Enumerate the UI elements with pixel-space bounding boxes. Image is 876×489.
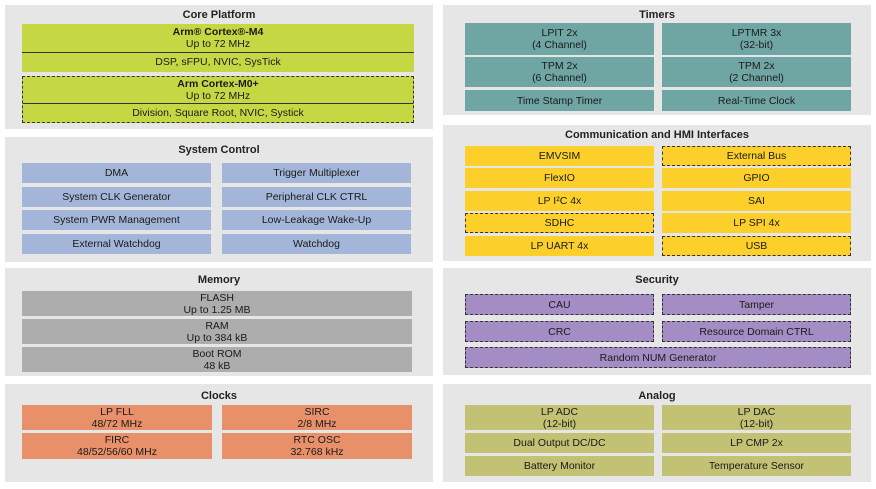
system-control-panel: System Control DMA Trigger Multiplexer S… bbox=[5, 137, 433, 262]
cortex-m0-speed: Up to 72 MHz bbox=[185, 90, 251, 102]
clocks-title: Clocks bbox=[200, 390, 238, 402]
memory-panel: Memory FLASH Up to 1.25 MB RAM Up to 384… bbox=[5, 268, 433, 376]
memory-flash-label: FLASH bbox=[200, 291, 234, 304]
timer-timestamp: Time Stamp Timer bbox=[465, 90, 654, 111]
security-tamper: Tamper bbox=[662, 294, 851, 315]
timer-tpm-2ch: TPM 2x (2 Channel) bbox=[662, 57, 851, 87]
sysctrl-watchdog: Watchdog bbox=[222, 234, 411, 254]
clock-rtc-osc-freq: 32.768 kHz bbox=[290, 446, 344, 458]
analog-temp-sensor: Temperature Sensor bbox=[662, 456, 851, 476]
timer-tpm-6ch: TPM 2x (6 Channel) bbox=[465, 57, 654, 87]
cortex-m4-divider bbox=[22, 52, 414, 53]
timer-lptmr: LPTMR 3x (32-bit) bbox=[662, 23, 851, 55]
timer-lptmr-detail: (32-bit) bbox=[739, 39, 774, 51]
sysctrl-wakeup: Low-Leakage Wake-Up bbox=[222, 210, 411, 230]
comm-lp-i2c: LP I²C 4x bbox=[465, 191, 654, 211]
clock-lp-fll-label: LP FLL bbox=[100, 405, 134, 418]
comm-external-bus: External Bus bbox=[662, 146, 851, 166]
sysctrl-system-clk: System CLK Generator bbox=[22, 187, 211, 207]
analog-lp-cmp: LP CMP 2x bbox=[662, 433, 851, 453]
timer-lpit: LPIT 2x (4 Channel) bbox=[465, 23, 654, 55]
sysctrl-dma: DMA bbox=[22, 163, 211, 183]
timer-lpit-label: LPIT 2x bbox=[541, 27, 578, 39]
analog-lp-dac: LP DAC (12-bit) bbox=[662, 405, 851, 430]
clock-rtc-osc-label: RTC OSC bbox=[293, 434, 341, 446]
analog-lp-adc-detail: (12-bit) bbox=[542, 417, 577, 430]
timers-title: Timers bbox=[639, 9, 675, 21]
clocks-panel: Clocks LP FLL 48/72 MHz SIRC 2/8 MHz FIR… bbox=[5, 384, 433, 482]
comm-lp-spi: LP SPI 4x bbox=[662, 213, 851, 233]
cortex-m4-name: Arm® Cortex®-M4 bbox=[172, 26, 264, 38]
sysctrl-ext-watchdog: External Watchdog bbox=[22, 234, 211, 254]
clock-sirc: SIRC 2/8 MHz bbox=[222, 405, 412, 430]
comm-flexio: FlexIO bbox=[465, 168, 654, 188]
analog-lp-dac-label: LP DAC bbox=[737, 405, 776, 418]
clock-lp-fll-freq: 48/72 MHz bbox=[91, 417, 143, 430]
memory-ram-label: RAM bbox=[205, 319, 229, 332]
memory-flash-size: Up to 1.25 MB bbox=[183, 303, 251, 316]
analog-title: Analog bbox=[638, 390, 676, 402]
comm-emvsim: EMVSIM bbox=[465, 146, 654, 166]
analog-battery-monitor: Battery Monitor bbox=[465, 456, 654, 476]
cortex-m4-features: DSP, sFPU, NVIC, SysTick bbox=[155, 56, 281, 68]
memory-ram-size: Up to 384 kB bbox=[186, 331, 248, 344]
memory-ram: RAM Up to 384 kB bbox=[22, 319, 412, 344]
cortex-m0-name: Arm Cortex-M0+ bbox=[177, 78, 259, 90]
timer-rtc: Real-Time Clock bbox=[662, 90, 851, 111]
cortex-m4-speed: Up to 72 MHz bbox=[185, 38, 251, 50]
clock-sirc-freq: 2/8 MHz bbox=[297, 417, 337, 430]
system-control-title: System Control bbox=[178, 144, 260, 156]
analog-dcdc: Dual Output DC/DC bbox=[465, 433, 654, 453]
comm-sdhc: SDHC bbox=[465, 213, 654, 233]
core-platform-panel: Core Platform Arm® Cortex®-M4 Up to 72 M… bbox=[5, 5, 433, 129]
security-rng: Random NUM Generator bbox=[465, 347, 851, 368]
sysctrl-pwr-mgmt: System PWR Management bbox=[22, 210, 211, 230]
sysctrl-trigger-mux: Trigger Multiplexer bbox=[222, 163, 411, 183]
cortex-m0-divider bbox=[23, 103, 413, 104]
timer-tpm-6ch-detail: (6 Channel) bbox=[532, 72, 587, 84]
security-resource-domain: Resource Domain CTRL bbox=[662, 321, 851, 342]
security-cau: CAU bbox=[465, 294, 654, 315]
comm-panel: Communication and HMI Interfaces EMVSIM … bbox=[443, 125, 871, 261]
cortex-m4-block: Arm® Cortex®-M4 Up to 72 MHz DSP, sFPU, … bbox=[22, 24, 414, 72]
cortex-m0-block: Arm Cortex-M0+ Up to 72 MHz Division, Sq… bbox=[22, 76, 414, 123]
memory-flash: FLASH Up to 1.25 MB bbox=[22, 291, 412, 316]
clock-firc-freq: 48/52/56/60 MHz bbox=[77, 446, 157, 458]
core-platform-title: Core Platform bbox=[182, 9, 256, 21]
memory-title: Memory bbox=[197, 274, 241, 286]
memory-boot-rom: Boot ROM 48 kB bbox=[22, 347, 412, 372]
analog-panel: Analog LP ADC (12-bit) LP DAC (12-bit) D… bbox=[443, 384, 871, 482]
timer-timestamp-label: Time Stamp Timer bbox=[516, 94, 603, 107]
clock-firc: FIRC 48/52/56/60 MHz bbox=[22, 433, 212, 459]
timer-rtc-label: Real-Time Clock bbox=[717, 94, 796, 107]
comm-usb: USB bbox=[662, 236, 851, 256]
memory-boot-rom-label: Boot ROM bbox=[192, 347, 242, 360]
sysctrl-peripheral-clk: Peripheral CLK CTRL bbox=[222, 187, 411, 207]
analog-lp-adc-label: LP ADC bbox=[540, 405, 579, 418]
cortex-m0-features: Division, Square Root, NVIC, Systick bbox=[132, 107, 304, 119]
comm-lp-uart: LP UART 4x bbox=[465, 236, 654, 256]
timer-tpm-2ch-detail: (2 Channel) bbox=[729, 72, 784, 84]
comm-title: Communication and HMI Interfaces bbox=[565, 129, 749, 141]
security-crc: CRC bbox=[465, 321, 654, 342]
analog-lp-dac-detail: (12-bit) bbox=[739, 417, 774, 430]
security-title: Security bbox=[635, 274, 679, 286]
comm-gpio: GPIO bbox=[662, 168, 851, 188]
clock-sirc-label: SIRC bbox=[304, 405, 330, 418]
timer-lpit-detail: (4 Channel) bbox=[532, 39, 587, 51]
clock-firc-label: FIRC bbox=[104, 434, 130, 446]
analog-lp-adc: LP ADC (12-bit) bbox=[465, 405, 654, 430]
security-panel: Security CAU Tamper CRC Resource Domain … bbox=[443, 268, 871, 375]
timers-panel: Timers LPIT 2x (4 Channel) LPTMR 3x (32-… bbox=[443, 5, 871, 115]
clock-rtc-osc: RTC OSC 32.768 kHz bbox=[222, 433, 412, 459]
memory-boot-rom-size: 48 kB bbox=[203, 359, 231, 372]
timer-lptmr-label: LPTMR 3x bbox=[731, 27, 782, 39]
comm-sai: SAI bbox=[662, 191, 851, 211]
clock-lp-fll: LP FLL 48/72 MHz bbox=[22, 405, 212, 430]
timer-tpm-6ch-label: TPM 2x bbox=[541, 60, 578, 72]
timer-tpm-2ch-label: TPM 2x bbox=[738, 60, 775, 72]
